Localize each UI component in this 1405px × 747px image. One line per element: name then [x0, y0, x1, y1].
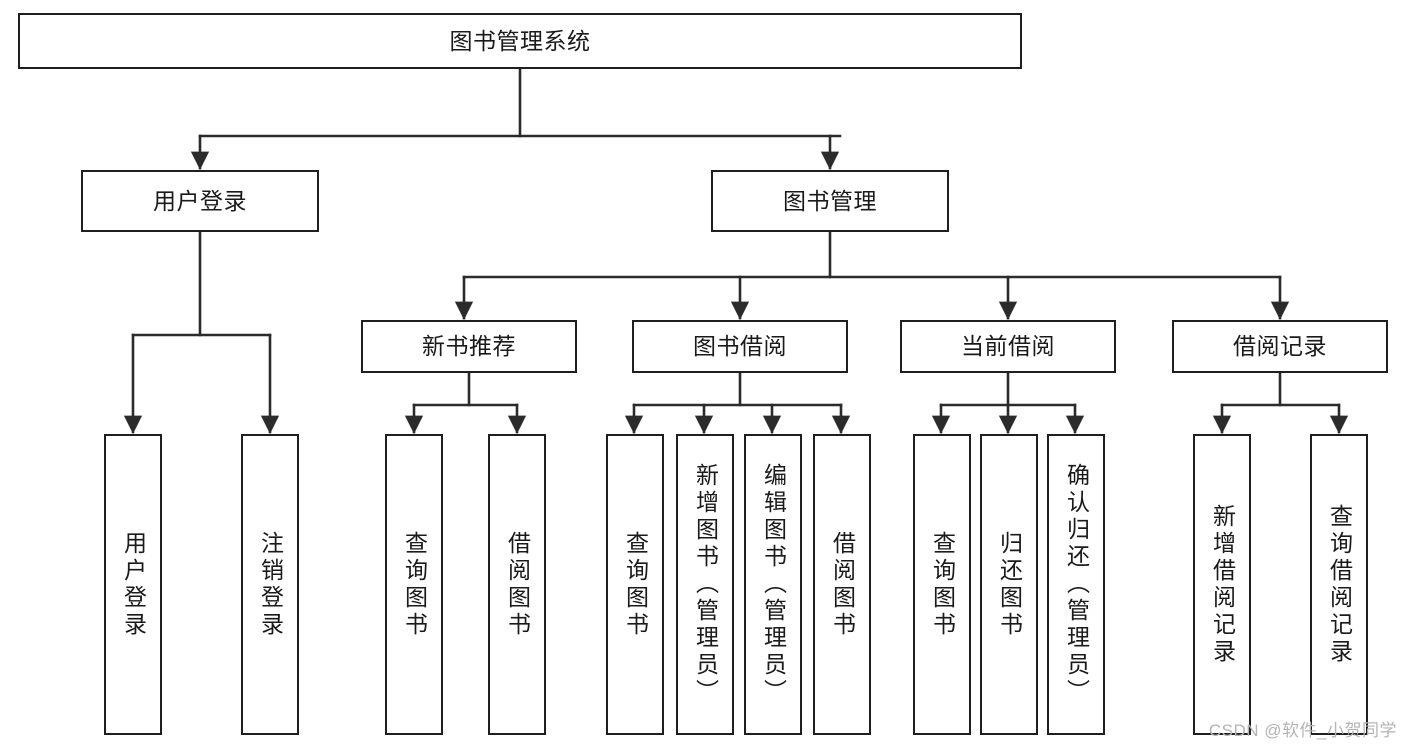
node-new-book-rec-label: 新书推荐 [422, 333, 516, 360]
node-new-book-rec[interactable]: 新书推荐 [361, 320, 577, 373]
node-leaf-query-book-3[interactable]: 查询图书 [913, 434, 971, 735]
node-leaf-add-record-label: 新增借阅记录 [1209, 503, 1236, 666]
node-current-borrow[interactable]: 当前借阅 [900, 320, 1116, 373]
node-leaf-logout[interactable]: 注销登录 [241, 434, 299, 735]
node-book-borrow[interactable]: 图书借阅 [632, 320, 848, 373]
node-leaf-query-record[interactable]: 查询借阅记录 [1310, 434, 1368, 735]
node-leaf-edit-book-label: 编辑图书（管理员） [760, 463, 787, 706]
node-current-borrow-label: 当前借阅 [961, 333, 1055, 360]
node-leaf-query-book-2[interactable]: 查询图书 [606, 434, 664, 735]
node-leaf-logout-label: 注销登录 [257, 530, 284, 639]
node-leaf-borrow-book-2[interactable]: 借阅图书 [813, 434, 871, 735]
node-leaf-user-login[interactable]: 用户登录 [104, 434, 162, 735]
node-leaf-confirm-return-label: 确认归还（管理员） [1063, 463, 1090, 706]
node-leaf-add-book[interactable]: 新增图书（管理员） [676, 434, 734, 735]
node-leaf-query-book-1-label: 查询图书 [401, 530, 428, 639]
node-root-label: 图书管理系统 [449, 27, 591, 54]
node-borrow-record[interactable]: 借阅记录 [1172, 320, 1388, 373]
node-user-login[interactable]: 用户登录 [81, 170, 319, 232]
node-book-borrow-label: 图书借阅 [693, 333, 787, 360]
node-leaf-borrow-book-1[interactable]: 借阅图书 [488, 434, 546, 735]
node-leaf-query-record-label: 查询借阅记录 [1326, 503, 1353, 666]
node-leaf-return-book-label: 归还图书 [996, 530, 1023, 639]
node-leaf-borrow-book-2-label: 借阅图书 [829, 530, 856, 639]
node-leaf-return-book[interactable]: 归还图书 [980, 434, 1038, 735]
node-leaf-query-book-3-label: 查询图书 [929, 530, 956, 639]
node-book-manage-label: 图书管理 [783, 187, 877, 214]
node-user-login-label: 用户登录 [153, 187, 247, 214]
node-leaf-query-book-1[interactable]: 查询图书 [385, 434, 443, 735]
node-leaf-query-book-2-label: 查询图书 [622, 530, 649, 639]
node-leaf-edit-book[interactable]: 编辑图书（管理员） [744, 434, 802, 735]
node-borrow-record-label: 借阅记录 [1233, 333, 1327, 360]
node-leaf-confirm-return[interactable]: 确认归还（管理员） [1047, 434, 1105, 735]
node-root[interactable]: 图书管理系统 [18, 13, 1022, 69]
node-leaf-borrow-book-1-label: 借阅图书 [504, 530, 531, 639]
node-leaf-add-record[interactable]: 新增借阅记录 [1193, 434, 1251, 735]
node-book-manage[interactable]: 图书管理 [711, 170, 949, 232]
node-leaf-user-login-label: 用户登录 [120, 530, 147, 639]
node-leaf-add-book-label: 新增图书（管理员） [692, 463, 719, 706]
